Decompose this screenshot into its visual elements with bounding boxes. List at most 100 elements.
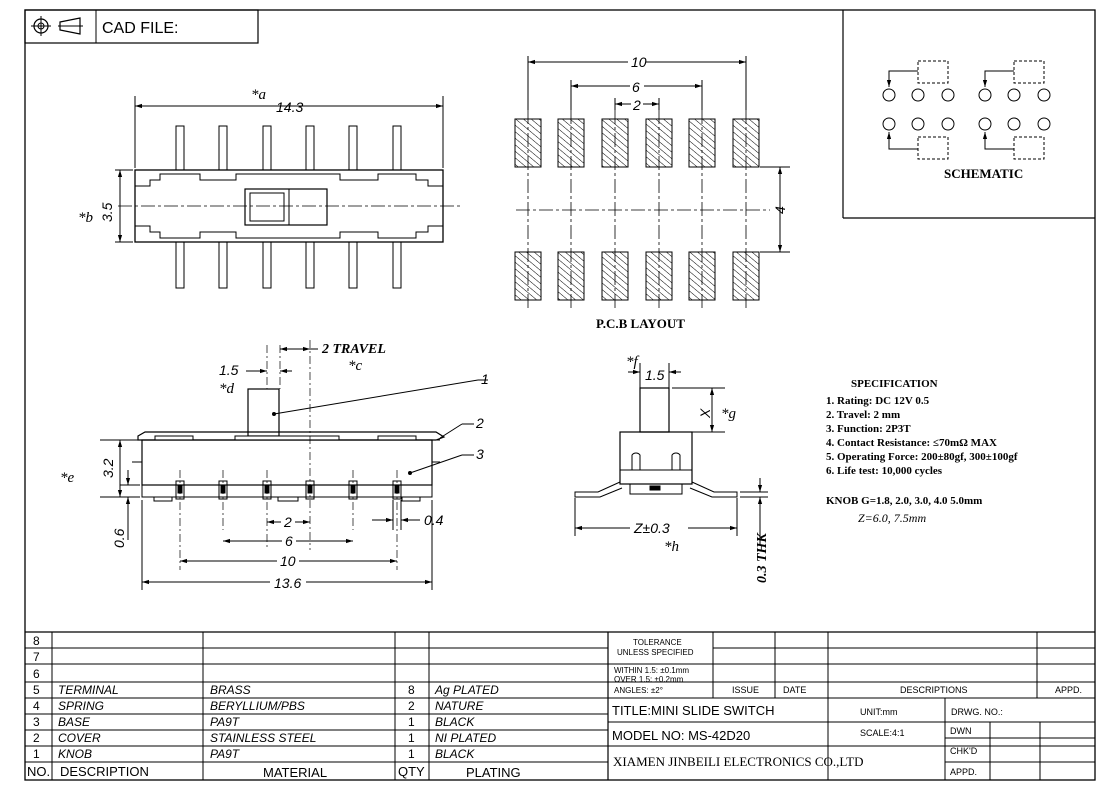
bom-rows: 8 7 6 5 TERMINAL BRASS 8 Ag PLATED 4 SPR… bbox=[27, 634, 521, 780]
issue-label: ISSUE bbox=[732, 685, 759, 695]
side-dim-thk: 0.3 THK bbox=[755, 532, 770, 583]
bom-qty: 2 bbox=[408, 699, 415, 713]
bom-table bbox=[25, 631, 1095, 780]
side-view bbox=[574, 363, 768, 545]
callout-f: *f bbox=[626, 354, 640, 370]
pcb-dim-4: 4 bbox=[772, 206, 788, 214]
drwg-no-label: DRWG. NO.: bbox=[951, 707, 1003, 717]
bom-desc: TERMINAL bbox=[58, 683, 119, 697]
bom-plating: BLACK bbox=[435, 747, 475, 761]
bom-no: 7 bbox=[33, 650, 40, 664]
callout-g: *g bbox=[721, 406, 737, 422]
pcb-pads-top bbox=[514, 118, 760, 168]
spec-item-1: 1. Rating: DC 12V 0.5 bbox=[826, 395, 930, 407]
dim-overall-13-6: 13.6 bbox=[274, 575, 301, 591]
specification-block: SPECIFICATION 1. Rating: DC 12V 0.5 2. T… bbox=[826, 378, 1018, 525]
bom-header-no: NO. bbox=[27, 764, 50, 779]
dim-pin-0-4: 0.4 bbox=[424, 512, 444, 528]
part-number-2: 2 bbox=[475, 415, 484, 431]
model-number: MODEL NO: MS-42D20 bbox=[612, 728, 750, 743]
date-label: DATE bbox=[783, 685, 806, 695]
bom-qty: 8 bbox=[408, 683, 415, 697]
schematic-wiring bbox=[886, 60, 1045, 160]
bom-header-material: MATERIAL bbox=[263, 765, 327, 780]
pcb-layout-label: P.C.B LAYOUT bbox=[596, 316, 685, 331]
bom-desc: KNOB bbox=[58, 747, 92, 761]
dim-6: 6 bbox=[285, 533, 293, 549]
spec-item-2: 2. Travel: 2 mm bbox=[826, 409, 900, 421]
appd-label: APPD. bbox=[1055, 685, 1082, 695]
tolerance-label: TOLERANCE bbox=[633, 638, 682, 647]
bom-plating: NI PLATED bbox=[435, 731, 496, 745]
dim-knob-width-1-5: 1.5 bbox=[219, 362, 239, 378]
third-angle-projection-icon bbox=[31, 16, 83, 36]
cad-file-header: CAD FILE: bbox=[24, 9, 259, 44]
bom-qty: 1 bbox=[408, 747, 415, 761]
bom-no: 1 bbox=[33, 747, 40, 761]
appd-signature-label: APPD. bbox=[950, 767, 977, 777]
bom-no: 6 bbox=[33, 667, 40, 681]
bom-header-qty: QTY bbox=[398, 764, 425, 779]
dim-pitch-2: 2 bbox=[283, 514, 292, 530]
callout-c: *c bbox=[348, 358, 363, 374]
z-options: Z=6.0, 7.5mm bbox=[858, 511, 926, 525]
spec-item-6: 6. Life test: 10,000 cycles bbox=[826, 465, 943, 477]
tolerance-sub: UNLESS SPECIFIED bbox=[617, 648, 694, 657]
sheet-border bbox=[24, 9, 1096, 781]
side-dim-x: X bbox=[697, 408, 713, 419]
bom-header-desc: DESCRIPTION bbox=[60, 764, 149, 779]
pcb-layout bbox=[514, 56, 790, 310]
spec-title: SPECIFICATION bbox=[851, 378, 938, 390]
bom-qty: 1 bbox=[408, 715, 415, 729]
dwn-label: DWN bbox=[950, 726, 972, 736]
bom-material: PA9T bbox=[210, 715, 241, 729]
drawing-title: TITLE:MINI SLIDE SWITCH bbox=[612, 703, 775, 718]
top-view-pins-bottom bbox=[175, 241, 402, 289]
bom-no: 8 bbox=[33, 634, 40, 648]
schematic-box: SCHEMATIC bbox=[842, 10, 1095, 219]
top-view-pins-top bbox=[175, 125, 402, 171]
front-view bbox=[100, 340, 488, 590]
bom-desc: COVER bbox=[58, 731, 101, 745]
bom-plating: NATURE bbox=[435, 699, 484, 713]
schematic-label: SCHEMATIC bbox=[944, 166, 1023, 181]
bom-desc: BASE bbox=[58, 715, 91, 729]
bom-plating: Ag PLATED bbox=[434, 683, 499, 697]
pcb-dim-10: 10 bbox=[631, 54, 647, 70]
knob-side bbox=[639, 387, 670, 433]
pcb-dim-2: 2 bbox=[632, 97, 641, 113]
schematic-contacts bbox=[882, 88, 1051, 131]
bom-material: STAINLESS STEEL bbox=[210, 731, 316, 745]
top-view bbox=[115, 96, 460, 289]
part-number-1: 1 bbox=[481, 371, 489, 387]
dim-10: 10 bbox=[280, 553, 296, 569]
spec-item-3: 3. Function: 2P3T bbox=[826, 423, 911, 435]
pcb-pads-bottom bbox=[514, 251, 760, 301]
descriptions-label: DESCRIPTIONS bbox=[900, 685, 968, 695]
bom-header-plating: PLATING bbox=[466, 765, 521, 780]
dim-travel: 2 TRAVEL bbox=[321, 342, 386, 357]
side-dim-z: Z±0.3 bbox=[633, 520, 670, 536]
scale-label: SCALE:4:1 bbox=[860, 728, 905, 738]
bom-no: 4 bbox=[33, 699, 40, 713]
chkd-label: CHK'D bbox=[950, 746, 978, 756]
company-name: XIAMEN JINBEILI ELECTRONICS CO.,LTD bbox=[613, 754, 863, 769]
callout-e: *e bbox=[60, 470, 75, 486]
dim-standoff-0-6: 0.6 bbox=[111, 528, 127, 548]
bom-no: 3 bbox=[33, 715, 40, 729]
bom-plating: BLACK bbox=[435, 715, 475, 729]
title-block-text: TOLERANCE UNLESS SPECIFIED WITHIN 1.5: ±… bbox=[612, 638, 1082, 777]
bom-material: BRASS bbox=[210, 683, 251, 697]
bom-qty: 1 bbox=[408, 731, 415, 745]
pcb-dim-6: 6 bbox=[632, 79, 640, 95]
callout-d: *d bbox=[219, 381, 235, 397]
dim-width-14-3: 14.3 bbox=[276, 99, 303, 115]
cad-file-label: CAD FILE: bbox=[102, 20, 178, 37]
callout-h: *h bbox=[664, 539, 679, 555]
bom-no: 5 bbox=[33, 683, 40, 697]
spec-item-5: 5. Operating Force: 200±80gf, 300±100gf bbox=[826, 451, 1018, 463]
side-dim-knob-1-5: 1.5 bbox=[645, 367, 665, 383]
callout-b: *b bbox=[78, 210, 94, 226]
callout-a: *a bbox=[251, 87, 266, 103]
